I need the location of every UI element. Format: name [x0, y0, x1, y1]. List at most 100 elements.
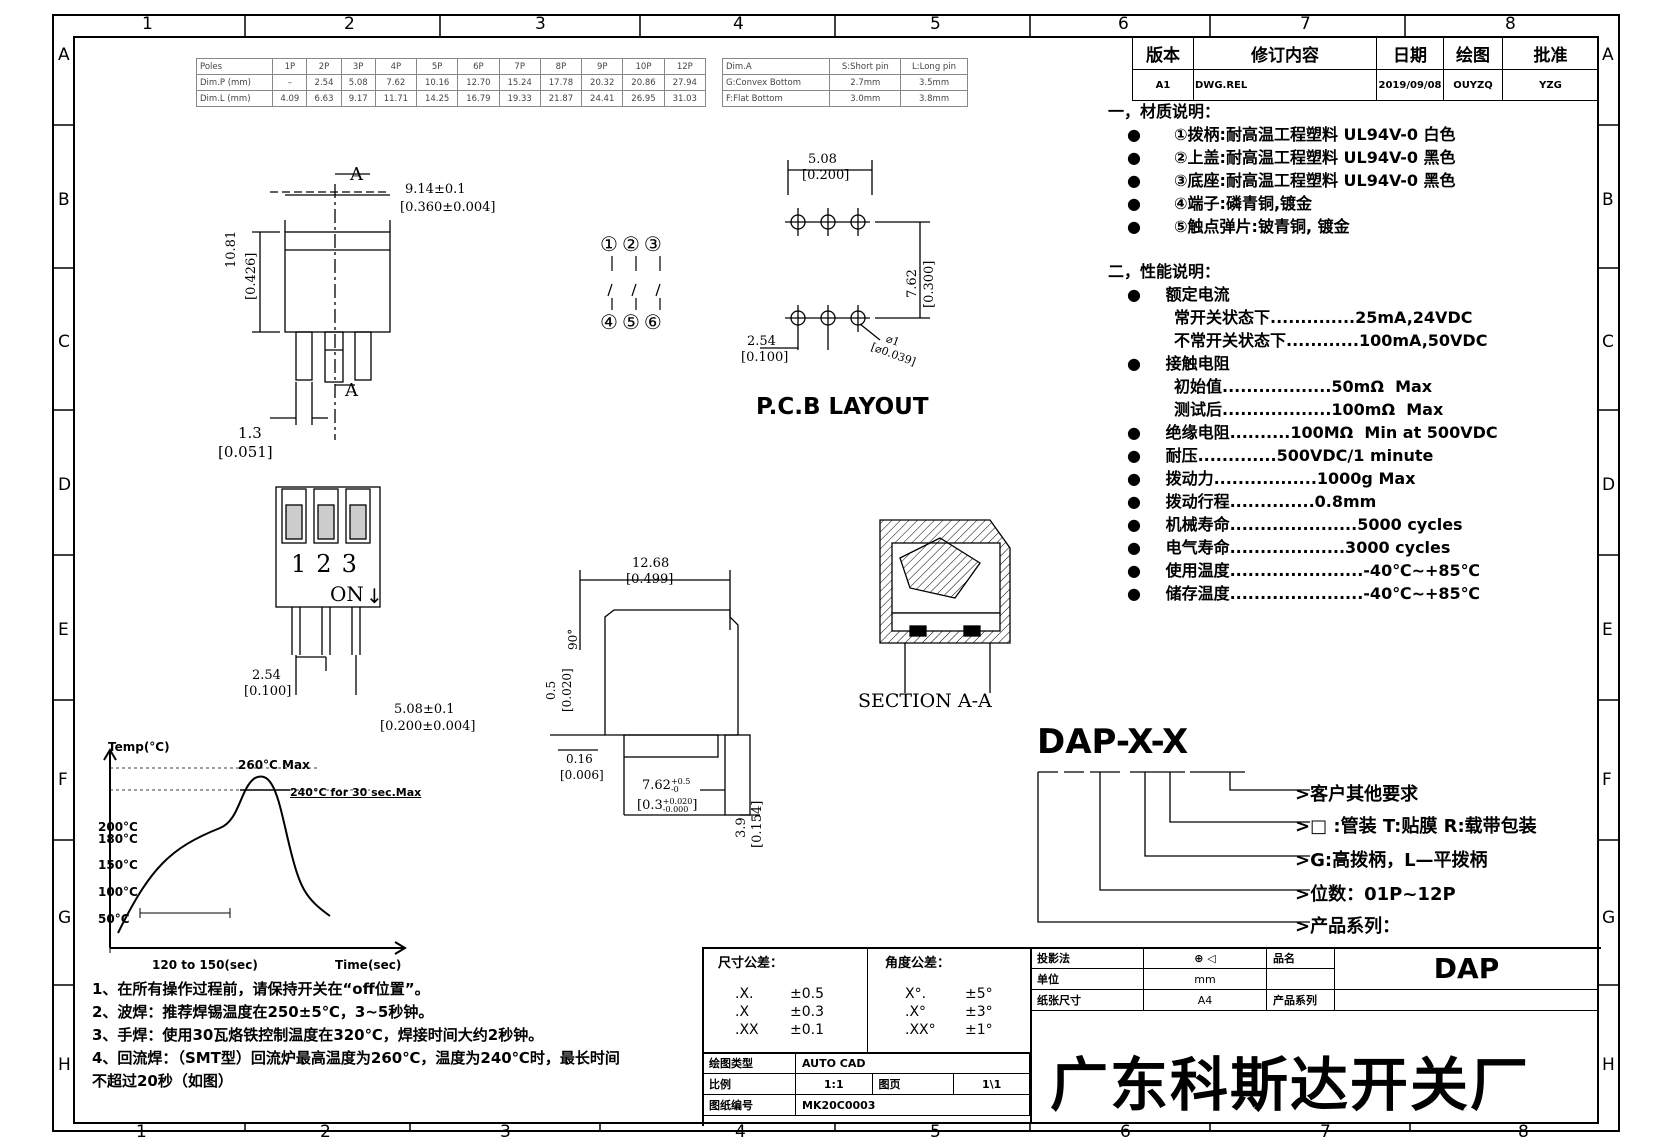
pin-length-value: 7.62 [642, 778, 671, 793]
zone-row-left: C [58, 332, 70, 352]
table-cell: 3.5mm [900, 74, 968, 91]
table-cell [1334, 989, 1599, 1011]
dimension-tolerance-title: 尺寸公差： [718, 956, 784, 971]
materials-section: 一，材质说明： ●①拨柄:耐高温工程塑料 UL94V-0 白色 ●②上盖:耐高温… [1108, 100, 1598, 238]
table-cell: 图页 [871, 1073, 955, 1095]
reflow-x-axis-label: Time(sec) [335, 958, 402, 972]
section-marker-top: A [350, 164, 363, 185]
zone-col-bottom: 4 [735, 1122, 746, 1142]
pcb-row-dimension-in: [0.200] [802, 168, 850, 183]
zone-col-bottom: 7 [1320, 1122, 1331, 1142]
table-cell: DWG.REL [1193, 69, 1377, 101]
list-item: 测试后..................100mΩ Max [1108, 398, 1598, 421]
table-cell: 纸张尺寸 [1030, 989, 1144, 1011]
schematic-top-terminals: ①②③ [600, 232, 666, 256]
tolerance-value: ±0.5 [790, 986, 824, 1002]
list-item-text: 使用温度......................-40℃~+85℃ [1160, 561, 1481, 580]
span-dimension-mm: 5.08±0.1 [394, 702, 455, 717]
table-cell: MK20C0003 [795, 1094, 1030, 1116]
table-cell: 单位 [1030, 968, 1144, 990]
schematic-switch-symbols [607, 256, 661, 310]
table-cell: 7P [498, 58, 541, 75]
table-cell: 5P [416, 58, 459, 75]
thickness-in: [0.006] [560, 768, 604, 782]
table-cell: 6P [457, 58, 500, 75]
tolerance-upper: +0.020 [662, 797, 693, 806]
bottom-height-mm: 3.9 [734, 817, 749, 838]
list-item-text: ④端子:磷青铜,镀金 [1174, 194, 1313, 213]
list-item-text: ⑤触点弹片:铍青铜, 镀金 [1174, 217, 1350, 236]
handling-notes: 1、在所有操作过程前，请保持开关在“off位置”。 2、波焊：推荐焊锡温度在25… [92, 978, 692, 1093]
terminal-label: ② [621, 232, 644, 256]
bullet-icon: ● [1127, 446, 1141, 465]
drawing-inner-border [73, 36, 1599, 1124]
table-cell: 10.16 [416, 74, 459, 91]
tolerance-key: .X° [905, 1004, 927, 1020]
bullet-icon: ● [1127, 354, 1141, 373]
bullet-icon: ● [1127, 171, 1141, 190]
table-cell: 绘图类型 [702, 1052, 796, 1074]
table-cell: 3.8mm [900, 90, 968, 107]
bullet-icon: ● [1127, 538, 1141, 557]
height-dimension-mm: 10.81 [224, 230, 239, 268]
list-item-text: 储存温度......................-40℃~+85℃ [1160, 584, 1481, 603]
table-row: Dim.P (mm) – 2.54 5.08 7.62 10.16 12.70 … [195, 74, 707, 91]
drawing-info-table: 绘图类型 AUTO CAD 比例 1:1 图页 1\1 图纸编号 MK20C00… [702, 1052, 1030, 1116]
part-name: DAP [1334, 947, 1599, 990]
list-item: 常开关状态下..............25mA,24VDC [1108, 306, 1598, 329]
list-item: .X.±0.5 [735, 985, 824, 1003]
list-item: X°. ±5° [905, 985, 993, 1003]
offset-in: [0.020] [560, 668, 574, 712]
list-item-text: 不常开关状态下............100mA,50VDC [1174, 331, 1488, 350]
part-code-leader-lines [1037, 771, 1310, 923]
zone-row-left: H [58, 1055, 71, 1075]
table-cell: F:Flat Bottom [721, 90, 831, 107]
company-name: 广东科斯达开关厂 [1050, 1051, 1531, 1119]
tolerance-key: .XX [735, 1022, 759, 1038]
option-text: □ :管装 T:贴膜 R:载带包装 [1310, 816, 1537, 837]
dimension-tolerance-list: .X.±0.5 .X±0.3 .XX±0.1 [735, 985, 824, 1039]
zone-row-right: A [1602, 45, 1614, 65]
zone-col-top: 6 [1118, 14, 1129, 34]
list-item: ● 额定电流 [1108, 283, 1598, 306]
zone-row-left: B [58, 190, 70, 210]
list-item-text: ②上盖:耐高温工程塑料 UL94V-0 黑色 [1174, 148, 1456, 167]
list-item: ●③底座:耐高温工程塑料 UL94V-0 黑色 [1108, 169, 1598, 192]
table-cell: 日期 [1376, 36, 1444, 70]
pcb-pitch-mm: 2.54 [747, 334, 776, 349]
option-text: G:高拨柄，L—平拨柄 [1310, 850, 1488, 871]
table-cell: 19.33 [498, 90, 541, 107]
zone-col-bottom: 2 [320, 1122, 331, 1142]
table-cell: 26.95 [622, 90, 665, 107]
thickness-mm: 0.16 [566, 752, 593, 766]
table-row: 比例 1:1 图页 1\1 [702, 1073, 1030, 1095]
table-cell: 3.0mm [829, 90, 902, 107]
front-view-drawing [252, 173, 391, 440]
tolerance-key: .XX° [905, 1022, 936, 1038]
table-cell: 4P [374, 58, 418, 75]
table-cell: 8P [539, 58, 583, 75]
list-item: ● 接触电阻 [1108, 352, 1598, 375]
part-code: DAP-X-X [1037, 722, 1189, 762]
table-cell: 9P [581, 58, 624, 75]
option-text: 产品系列： [1310, 916, 1401, 937]
tolerance-key: X°. [905, 986, 927, 1002]
list-item: 初始值..................50mΩ Max [1108, 375, 1598, 398]
drawing-outer-border [52, 14, 1620, 1132]
tolerance-value: ±1° [965, 1022, 993, 1038]
option-line: >产品系列： [1295, 916, 1401, 937]
zone-col-top: 8 [1505, 14, 1516, 34]
reflow-y-axis-label: Temp(°C) [108, 740, 170, 754]
table-cell: YZG [1502, 69, 1599, 101]
table-row: 绘图类型 AUTO CAD [702, 1052, 1030, 1074]
pin-width-in: [0.051] [218, 443, 273, 461]
reflow-tick-label: 200°C [98, 820, 138, 834]
reflow-tick-label: 180°C [98, 832, 138, 846]
table-cell: G:Convex Bottom [721, 74, 831, 91]
table-cell: 批准 [1502, 36, 1599, 70]
list-item: ●④端子:磷青铜,镀金 [1108, 192, 1598, 215]
list-item-text: 耐压.............500VDC/1 minute [1160, 446, 1434, 465]
tolerance-value: ±5° [965, 986, 993, 1002]
list-item: ● 储存温度......................-40℃~+85℃ [1108, 582, 1598, 605]
